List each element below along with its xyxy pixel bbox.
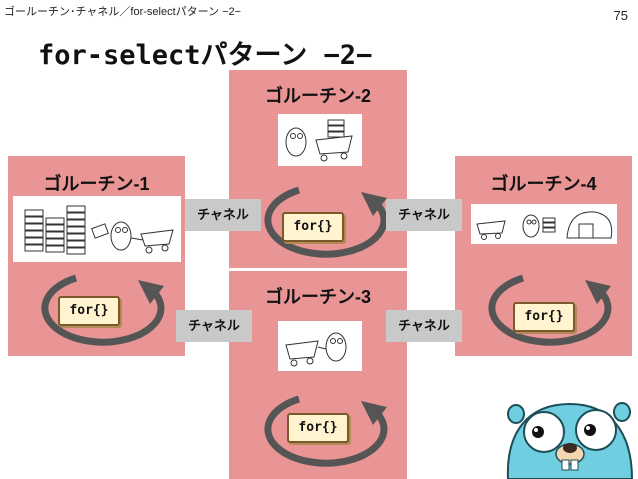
gopher-cart-illustration <box>278 321 362 371</box>
channel-label-1-3: チャネル <box>176 310 252 342</box>
goroutine-3-title: ゴルーチン-3 <box>264 287 371 307</box>
goroutine-4-panel: ゴルーチン-4 for{} <box>455 156 632 356</box>
gopher-mascot-illustration <box>506 402 634 479</box>
goroutine-3-code: for{} <box>287 413 349 443</box>
page-number: 75 <box>613 8 628 23</box>
channel-label-2-4: チャネル <box>386 199 462 231</box>
goroutine-2-panel: ゴルーチン-2 for{} <box>229 70 407 268</box>
goroutine-2-title: ゴルーチン-2 <box>264 86 371 106</box>
goroutine-4-title: ゴルーチン-4 <box>490 174 597 194</box>
loop-arrow <box>488 274 612 346</box>
goroutine-1-panel: ゴルーチン-1 for{} <box>8 156 185 356</box>
goroutine-3-panel: ゴルーチン-3 for{} <box>229 271 407 479</box>
goroutine-1-title: ゴルーチン-1 <box>43 174 150 194</box>
goroutine-4-code: for{} <box>513 302 575 332</box>
channel-label-1-2: チャネル <box>185 199 261 231</box>
goroutine-1-code: for{} <box>58 296 120 326</box>
loop-arrow <box>264 186 388 258</box>
goroutine-2-code: for{} <box>282 212 344 242</box>
loop-arrow <box>264 395 388 467</box>
breadcrumb: ゴールーチン･チャネル／for-selectパターン −2− <box>4 6 242 18</box>
gopher-cart-illustration <box>471 204 617 244</box>
channel-label-3-4: チャネル <box>386 310 462 342</box>
slide-title: for-selectパターン −2− <box>38 40 373 71</box>
loop-arrow <box>41 274 165 346</box>
gopher-cart-illustration <box>13 196 181 262</box>
gopher-cart-illustration <box>278 114 362 166</box>
